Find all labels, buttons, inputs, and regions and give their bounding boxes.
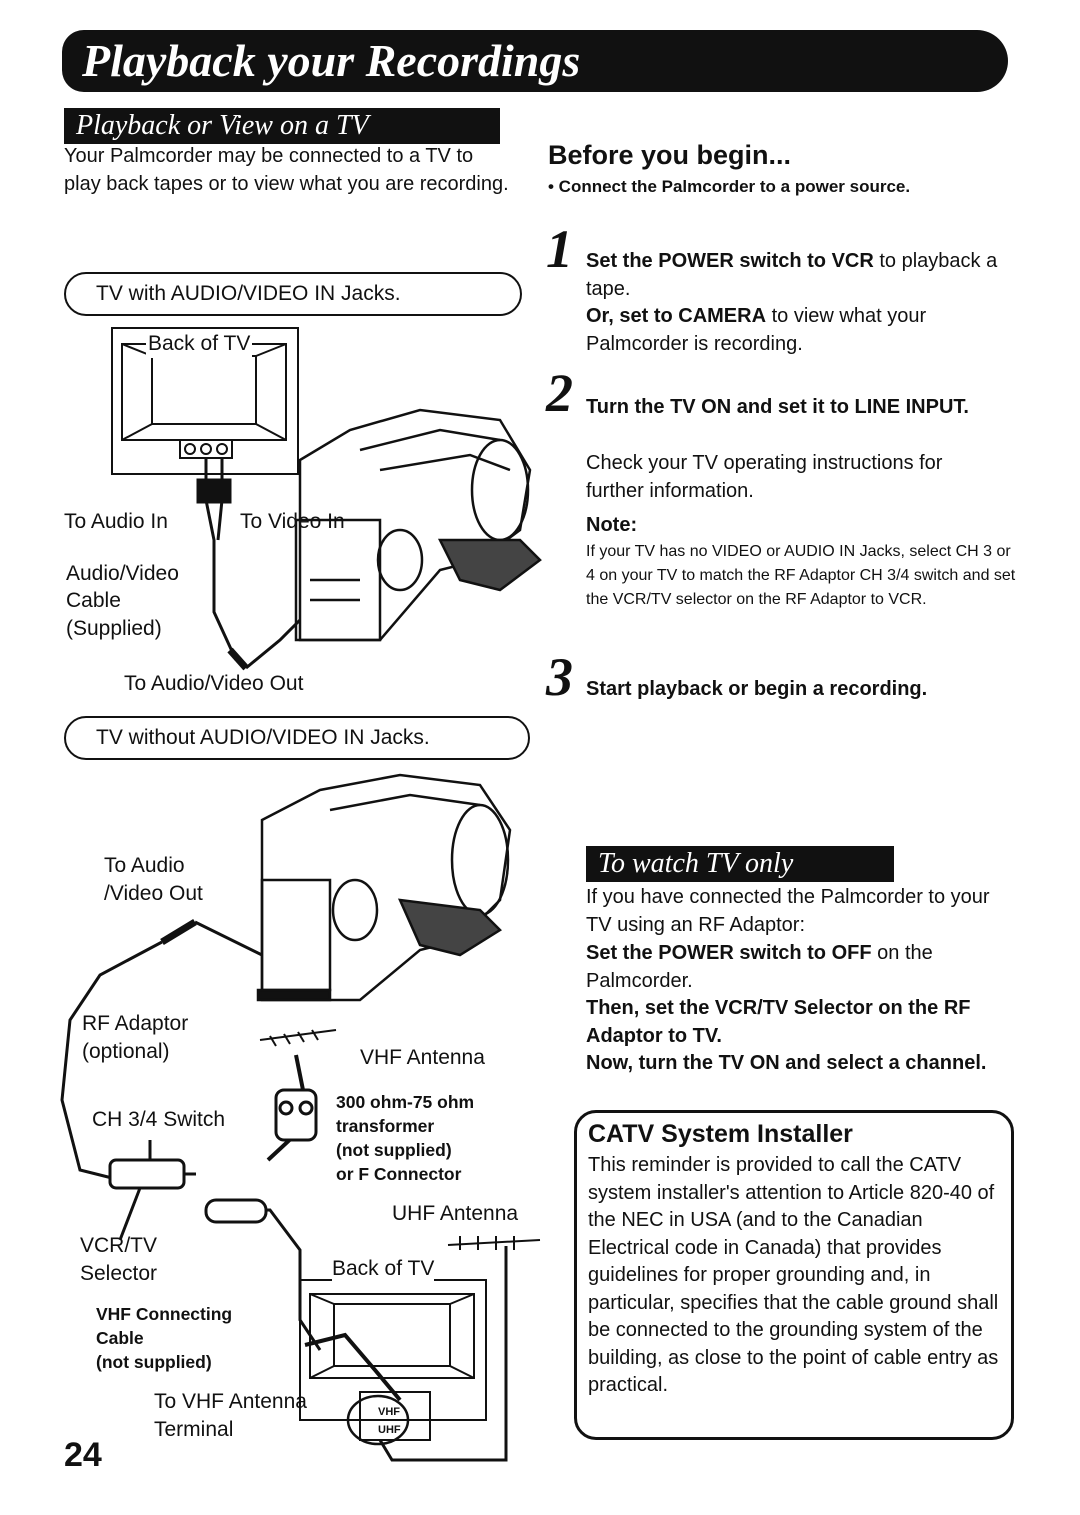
catv-installer-text: This reminder is provided to call the CA… bbox=[588, 1154, 999, 1396]
intro-text: Your Palmcorder may be connected to a TV… bbox=[64, 145, 509, 195]
back-of-tv-label-1: Back of TV bbox=[146, 330, 253, 358]
catv-installer-box bbox=[574, 1110, 1014, 1440]
to-audio-label-line2: /Video Out bbox=[104, 882, 203, 905]
step-2-note-label: Note: bbox=[586, 514, 638, 536]
vhf-cable-label-line2: Cable bbox=[96, 1328, 144, 1348]
watch-tv-only-heading: To watch TV only bbox=[586, 846, 894, 882]
step-1-text-1: to playback a tape. bbox=[586, 250, 998, 300]
page-title: Playback your Recordings bbox=[82, 35, 581, 86]
watch-tv-step-1: Set the POWER switch to OFF on the Palmc… bbox=[586, 940, 1006, 995]
to-audio-in-label: To Audio In bbox=[64, 510, 168, 533]
step-3-bold: Start playback or begin a recording. bbox=[586, 678, 928, 700]
section-title-playback: Playback or View on a TV bbox=[64, 108, 500, 144]
watch-tv-intro: If you have connected the Palmcorder to … bbox=[586, 886, 990, 936]
palmcorder-2 bbox=[256, 773, 512, 1002]
step-2-number: 2 bbox=[546, 363, 573, 423]
av-cable-1 bbox=[196, 458, 302, 671]
ch-switch-label: CH 3/4 Switch bbox=[92, 1108, 226, 1131]
av-cable-label-line2: Cable bbox=[66, 589, 121, 612]
transformer-label-line3: (not supplied) bbox=[336, 1140, 452, 1160]
to-audio-label-line1: To Audio bbox=[104, 854, 185, 877]
to-av-out-label: To Audio/Video Out bbox=[124, 672, 304, 695]
transformer-label-line2: transformer bbox=[336, 1116, 435, 1136]
step-2-note-text: If your TV has no VIDEO or AUDIO IN Jack… bbox=[586, 543, 1016, 608]
step-2-bold: Turn the TV ON and set it to LINE INPUT. bbox=[586, 396, 969, 418]
watch-tv-text-1: on the Palmcorder. bbox=[586, 942, 933, 992]
step-1-number: 1 bbox=[546, 219, 573, 279]
step-1-text: Set the POWER switch to VCR to playback … bbox=[586, 248, 1006, 358]
transformer-label-line4: or F Connector bbox=[336, 1164, 462, 1184]
header-banner bbox=[62, 30, 1008, 92]
with-jacks-heading: TV with AUDIO/VIDEO IN Jacks. bbox=[64, 272, 522, 316]
vhf-cable-label-line3: (not supplied) bbox=[96, 1352, 212, 1372]
watch-tv-step-2: Then, set the VCR/TV Selector on the RF … bbox=[586, 997, 971, 1047]
palmcorder-1 bbox=[294, 408, 542, 642]
vhf-antenna-label: VHF Antenna bbox=[360, 1046, 485, 1069]
uhf-antenna-label: UHF Antenna bbox=[392, 1202, 519, 1225]
av-cable-label-line3: (Supplied) bbox=[66, 617, 162, 640]
rf-adaptor-label-line2: (optional) bbox=[82, 1040, 170, 1063]
catv-installer-title: CATV System Installer bbox=[588, 1120, 853, 1148]
step-1-bold-2: Or, set to CAMERA bbox=[586, 305, 767, 327]
vcrtv-selector-label-line1: VCR/TV bbox=[80, 1234, 158, 1257]
before-you-begin-heading: Before you begin... bbox=[548, 140, 792, 170]
step-1-bold-1: Set the POWER switch to VCR bbox=[586, 250, 874, 272]
step-1-text-2: to view what your Palmcorder is recordin… bbox=[586, 305, 927, 355]
av-cable-label-line1: Audio/Video bbox=[66, 562, 179, 585]
vhf-cable-label-line1: VHF Connecting bbox=[96, 1304, 233, 1324]
back-of-tv-label-2: Back of TV bbox=[332, 1255, 435, 1283]
vcrtv-selector-label-line2: Selector bbox=[80, 1262, 158, 1285]
rf-adaptor-label-line1: RF Adaptor bbox=[82, 1012, 189, 1035]
transformer-label-line1: 300 ohm-75 ohm bbox=[336, 1092, 475, 1112]
to-video-in-label: To Video In bbox=[240, 510, 345, 533]
before-you-begin-bullet: • Connect the Palmcorder to a power sour… bbox=[548, 177, 911, 196]
watch-tv-step-3: Now, turn the TV ON and select a channel… bbox=[586, 1052, 987, 1074]
page-number: 24 bbox=[64, 1436, 102, 1474]
step-3-number: 3 bbox=[546, 647, 573, 707]
vhf-terminal-label: VHF bbox=[378, 1406, 400, 1418]
to-vhf-terminal-label-line2: Terminal bbox=[154, 1418, 234, 1441]
uhf-terminal-label: UHF bbox=[378, 1424, 401, 1436]
without-jacks-heading: TV without AUDIO/VIDEO IN Jacks. bbox=[64, 716, 530, 760]
watch-tv-bold-1: Set the POWER switch to OFF bbox=[586, 942, 872, 964]
rf-cabling bbox=[60, 919, 541, 1462]
tv-back-2 bbox=[299, 1279, 487, 1446]
to-vhf-terminal-label-line1: To VHF Antenna bbox=[154, 1390, 307, 1413]
step-2-text: Check your TV operating instructions for… bbox=[586, 452, 943, 502]
